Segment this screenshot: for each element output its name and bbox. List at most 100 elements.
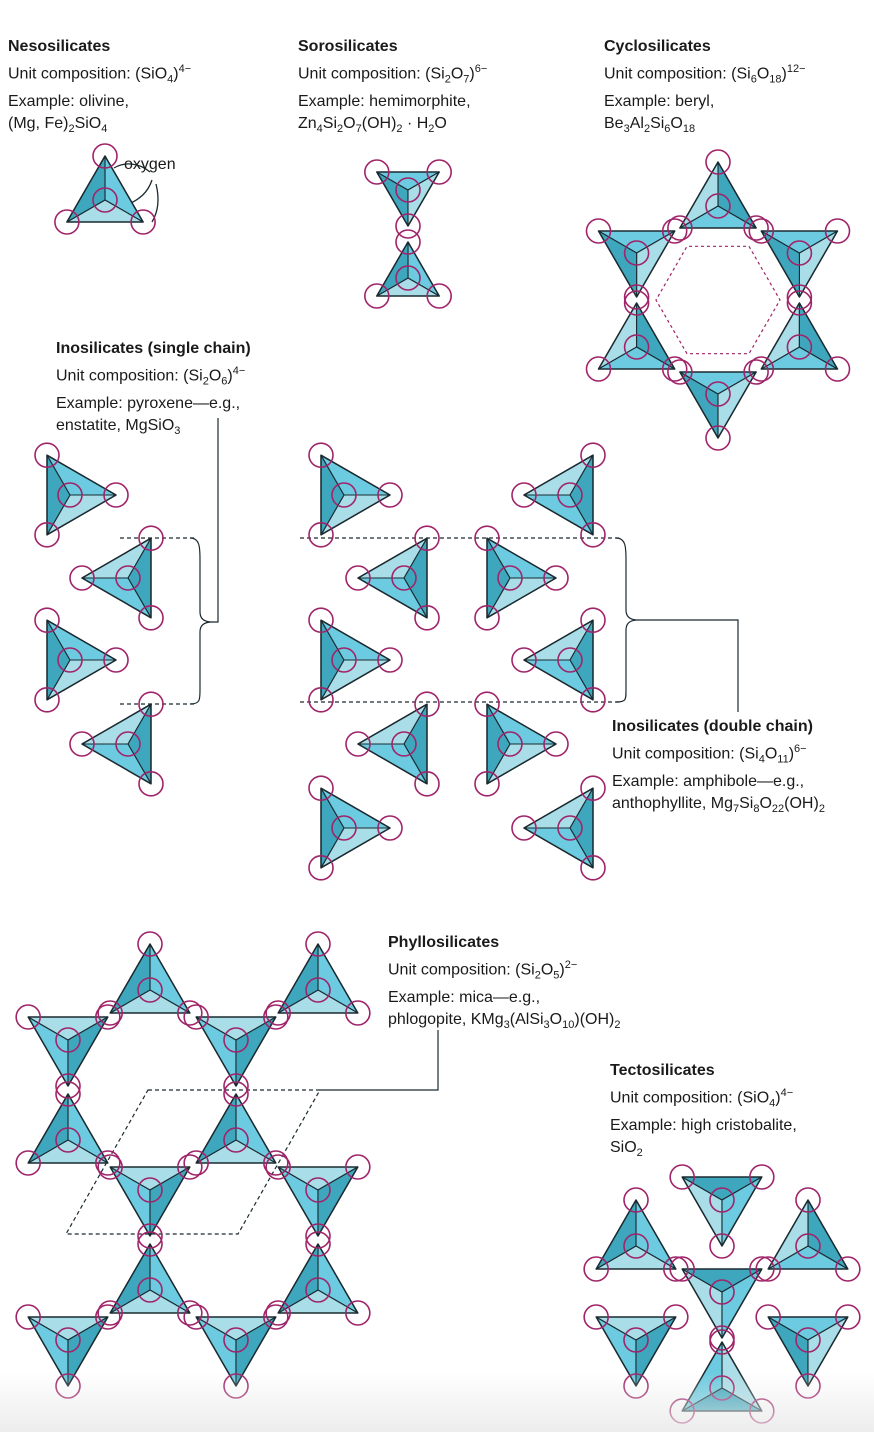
oxygen-circle xyxy=(263,1004,289,1030)
oxygen-circle xyxy=(497,731,523,757)
oxygen-circle xyxy=(364,159,390,185)
tetrahedron-edge xyxy=(486,537,557,619)
tecto-label: Tectosilicates Unit composition: (SiO4)4… xyxy=(610,1060,797,1164)
oxygen-circle xyxy=(414,525,440,551)
cyclo-formula: Be3Al2Si6O18 xyxy=(604,114,696,135)
oxygen-circle xyxy=(15,1004,41,1030)
oxygen-circle xyxy=(583,1304,609,1330)
cyclo-label: Cyclosilicates Unit composition: (Si6O18… xyxy=(604,36,806,140)
oxygen-circle xyxy=(223,1327,249,1353)
oxygen-circle xyxy=(55,1027,81,1053)
oxygen-circle xyxy=(308,442,334,468)
oxygen-circle xyxy=(709,1187,735,1213)
cyclo-unit: Unit composition: (Si6O18)12− xyxy=(604,63,806,86)
tetrahedron-edge xyxy=(376,171,440,227)
oxygen-circle xyxy=(623,284,650,310)
tetrahedron-edge xyxy=(195,1316,277,1387)
oxygen-circle xyxy=(667,215,693,241)
oxygen-circle xyxy=(543,565,569,591)
oxygen-circle xyxy=(661,218,688,244)
oxygen-circle xyxy=(669,1256,695,1282)
oxygen-circle xyxy=(786,334,813,360)
oxygen-circle xyxy=(97,1000,123,1026)
tetrahedron-edge xyxy=(767,1316,849,1387)
tetrahedron-edge xyxy=(760,302,839,370)
tetrahedron-edge xyxy=(523,787,594,869)
oxygen-circle xyxy=(583,1256,609,1282)
ino-double-unit: Unit composition: (Si4O11)6− xyxy=(612,743,807,766)
oxygen-circle xyxy=(743,359,769,385)
oxygen-circle xyxy=(305,1223,331,1249)
oxygen-circle xyxy=(623,290,650,316)
oxygen-circle xyxy=(345,1300,371,1326)
oxygen-circle xyxy=(15,1304,41,1330)
oxygen-circle xyxy=(137,1231,163,1257)
oxygen-circle xyxy=(414,771,440,797)
oxygen-circle xyxy=(305,1177,331,1203)
tetrahedron-edge xyxy=(523,454,594,536)
oxygen-circle xyxy=(308,522,334,548)
oxygen-circle xyxy=(786,284,813,310)
oxygen-circle xyxy=(263,1150,289,1176)
phyllo-tetrahedron xyxy=(109,943,191,1014)
oxygen-circle xyxy=(585,356,612,382)
oxygen-circle xyxy=(345,1000,371,1026)
oxygen-circle xyxy=(557,482,583,508)
phyllo-label: Phyllosilicates Unit composition: (Si2O5… xyxy=(388,932,620,1036)
oxygen-circle xyxy=(824,218,851,244)
tetrahedron-edge xyxy=(109,943,191,1014)
tetrahedron-edge xyxy=(81,537,152,619)
oxygen-circle xyxy=(795,1187,821,1213)
ino-double-formula: anthophyllite, Mg7Si8O22(OH)2 xyxy=(612,794,825,815)
ino-double-title: Inosilicates (double chain) xyxy=(612,718,813,735)
soro-unit: Unit composition: (Si2O7)6− xyxy=(298,63,488,86)
oxygen-circle xyxy=(705,381,731,407)
ino-single-title: Inosilicates (single chain) xyxy=(56,340,251,357)
soro-label: Sorosilicates Unit composition: (Si2O7)6… xyxy=(298,36,487,140)
oxygen-circle xyxy=(661,356,688,382)
oxygen-circle xyxy=(474,605,500,631)
oxygen-circle xyxy=(138,691,164,717)
tetrahedron-edge xyxy=(486,703,557,785)
tetrahedron-edge xyxy=(109,1243,191,1314)
oxygen-circle xyxy=(749,1164,775,1190)
bottom-fade xyxy=(0,1372,874,1432)
oxygen-circle xyxy=(786,290,813,316)
oxygen-circle xyxy=(748,356,775,382)
ino-single-leader xyxy=(212,418,219,623)
oxygen-circle xyxy=(580,687,606,713)
oxygen-circle xyxy=(667,359,693,385)
tetrahedron-edge xyxy=(376,241,440,297)
oxygen-circle xyxy=(183,1150,209,1176)
oxygen-circle xyxy=(138,771,164,797)
oxygen-circle xyxy=(395,229,421,255)
oxygen-circle xyxy=(748,218,775,244)
oxygen-circle xyxy=(137,977,163,1003)
oxygen-circle xyxy=(795,1327,821,1353)
soro-bottom-tetrahedron xyxy=(376,241,440,297)
oxygen-circle xyxy=(308,855,334,881)
oxygen-circle xyxy=(305,1231,331,1257)
tecto-title: Tectosilicates xyxy=(610,1062,715,1079)
tetrahedron-edge xyxy=(46,619,117,701)
tecto-example: Example: high cristobalite, xyxy=(610,1116,797,1134)
tetrahedron-edge xyxy=(320,454,391,536)
oxygen-circle xyxy=(305,1277,331,1303)
oxygen-circle xyxy=(663,1304,689,1330)
tetrahedron-edge xyxy=(277,1166,359,1237)
oxygen-circle xyxy=(623,1187,649,1213)
tetrahedron-edge xyxy=(27,1316,109,1387)
oxygen-circle xyxy=(474,691,500,717)
oxygen-circle xyxy=(331,647,357,673)
oxygen-circle xyxy=(580,775,606,801)
oxygen-circle xyxy=(474,525,500,551)
oxygen-circle xyxy=(345,731,371,757)
oxygen-circle xyxy=(580,855,606,881)
oxygen-circle xyxy=(749,1256,775,1282)
oxygen-circle xyxy=(580,607,606,633)
oxygen-circle xyxy=(580,442,606,468)
phyllo-example: Example: mica—e.g., xyxy=(388,988,541,1006)
oxygen-circle xyxy=(69,731,95,757)
oxygen-circle xyxy=(265,1000,291,1026)
ino-double-leader xyxy=(638,619,739,712)
